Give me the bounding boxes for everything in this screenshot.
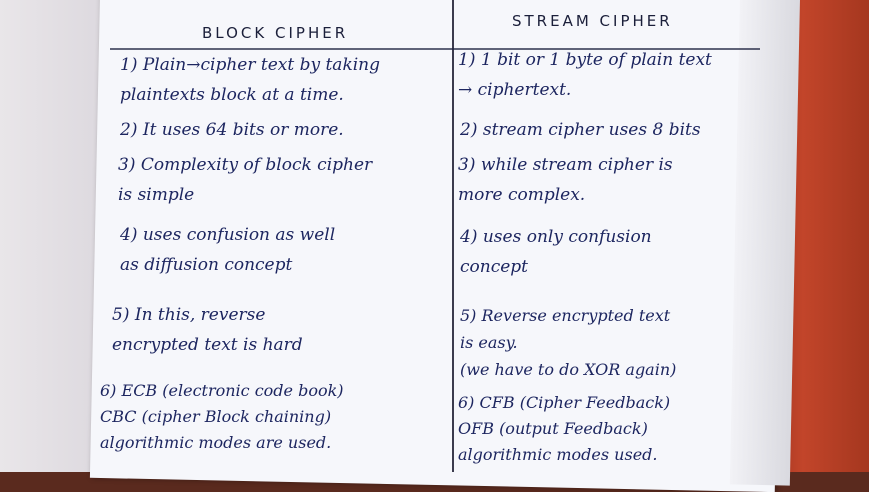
right-item-6: 6) CFB (Cipher Feedback) OFB (output Fee… — [458, 393, 671, 464]
right-item-4: 4) uses only confusion concept — [460, 227, 652, 277]
left-item-2: 2) It uses 64 bits or more. — [120, 120, 344, 140]
right-item-1: 1) 1 bit or 1 byte of plain text → ciphe… — [458, 50, 712, 100]
header-underline — [110, 48, 760, 50]
left-item-1: 1) Plain→cipher text by taking plaintext… — [120, 55, 381, 105]
right-item-2: 2) stream cipher uses 8 bits — [460, 120, 701, 140]
left-item-4: 4) uses confusion as well as diffusion c… — [120, 225, 336, 275]
right-item-5: 5) Reverse encrypted text is easy. (we h… — [460, 306, 677, 379]
left-item-3: 3) Complexity of block cipher is simple — [118, 155, 373, 205]
page-edge — [729, 0, 801, 486]
header-block-cipher: BLOCK CIPHER — [202, 24, 349, 42]
header-stream-cipher: STREAM CIPHER — [512, 12, 673, 30]
left-item-6: 6) ECB (electronic code book) CBC (ciphe… — [100, 381, 344, 452]
right-item-3: 3) while stream cipher is more complex. — [458, 155, 673, 205]
left-item-5: 5) In this, reverse encrypted text is ha… — [112, 305, 303, 355]
column-divider — [452, 0, 454, 472]
